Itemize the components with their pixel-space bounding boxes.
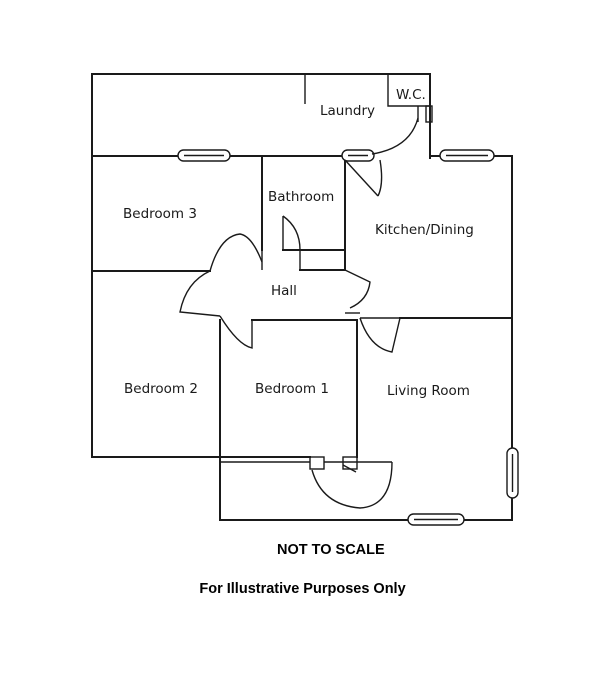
label-bedroom3: Bedroom 3 (123, 206, 197, 222)
wc-walls (387, 74, 430, 107)
label-bedroom2: Bedroom 2 (124, 381, 198, 397)
kitchen-door-leaf (344, 159, 379, 197)
entry-door-jamb-left (309, 456, 325, 470)
wc-door-leaf (425, 105, 433, 123)
label-living: Living Room (387, 383, 470, 399)
label-laundry: Laundry (320, 103, 375, 119)
laundry-door-arc (371, 117, 419, 155)
entry-door-jamb-right (342, 456, 358, 470)
label-hall: Hall (271, 283, 297, 299)
not-to-scale-note: NOT TO SCALE (277, 542, 385, 558)
kitchen-hall-door (344, 269, 371, 309)
label-wc: W.C. (396, 87, 426, 103)
label-kitchen: Kitchen/Dining (375, 222, 474, 238)
room-labels: Laundry W.C. Bathroom Bedroom 3 Kitchen/… (123, 87, 474, 399)
entry-door-hinge (342, 464, 357, 473)
bedroom2-door-arc (179, 270, 221, 317)
laundry-walls (91, 73, 431, 159)
bedroom1-door-arc (219, 315, 253, 349)
windows (177, 149, 519, 526)
illustrative-note: For Illustrative Purposes Only (199, 581, 406, 597)
entry-door-arc (311, 461, 393, 509)
label-bedroom1: Bedroom 1 (255, 381, 329, 397)
kitchen-door-arc (377, 159, 383, 197)
bedroom3-door-arc (209, 233, 263, 272)
bathroom-door-arc (282, 215, 301, 251)
living-door-arc (359, 317, 401, 353)
label-bathroom: Bathroom (268, 189, 334, 205)
walls (91, 73, 513, 521)
doors (179, 105, 433, 509)
